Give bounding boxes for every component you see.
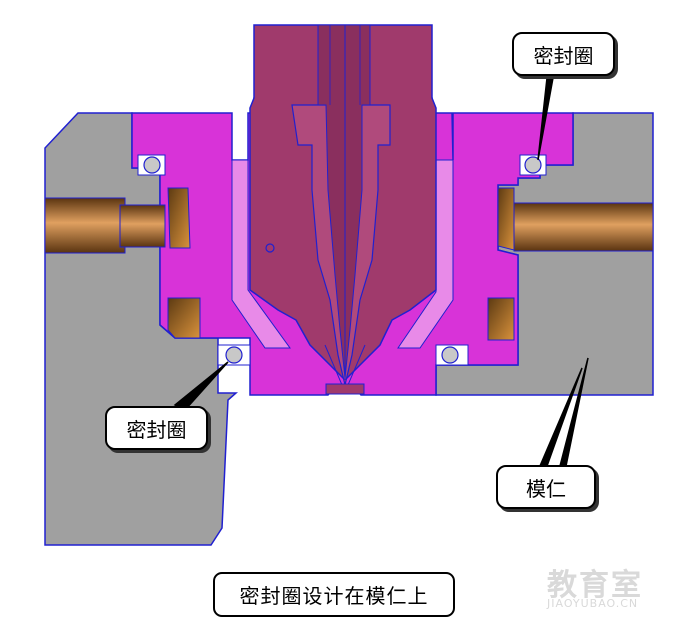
pocket-left-lower [167,297,201,339]
callout-seal-ring-top: 密封圈 [512,32,615,76]
callout-seal-ring-left-label: 密封圈 [126,417,187,442]
caption-box: 密封圈设计在模仁上 [213,572,455,617]
seal-ring-top-right [519,154,547,176]
caption-text: 密封圈设计在模仁上 [239,584,429,608]
nozzle-cavity-left [231,159,291,349]
melt-channel [317,24,371,379]
watermark-brand: 教育室 [547,568,643,603]
watermark: 教育室 JIAOYUBAO.CN [547,560,662,615]
callout-seal-ring-top-label: 密封圈 [533,43,594,68]
seal-ring-top-left [137,154,166,176]
pocket-right-upper [497,187,515,251]
heater-rod-right [513,202,654,252]
callout-mold-insert: 模仁 [496,465,596,509]
callout-seal-ring-left: 密封圈 [105,406,208,450]
pointer-seal-top [537,77,554,161]
heater-rod-left [44,197,126,254]
pointer-mold-insert [538,357,589,467]
vent-hole [265,243,275,253]
watermark-url: JIAOYUBAO.CN [547,597,639,610]
seal-ring-bottom-left [217,344,251,366]
callout-mold-insert-label: 模仁 [526,476,566,501]
seal-ring-bottom-right [435,344,469,366]
pocket-left-upper [167,187,191,249]
pocket-right-lower [487,297,515,341]
